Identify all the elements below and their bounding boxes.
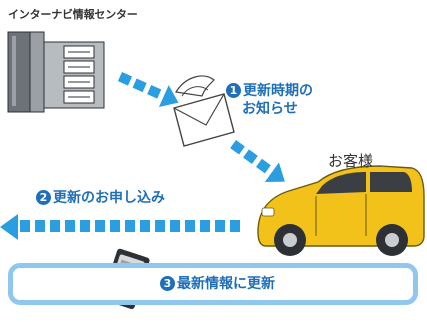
arrow-envelope-to-customer [230, 140, 285, 182]
arrow-notify-to-envelope [117, 72, 179, 108]
step-1-badge: 1 [226, 83, 241, 98]
car-icon [257, 165, 425, 256]
step-3-badge: 3 [160, 276, 175, 291]
step-1-line1: 更新時期の [243, 83, 313, 99]
step-1-line2: お知らせ [242, 101, 298, 117]
customer-label: お客様 [328, 152, 374, 170]
arrow-application-to-center [0, 214, 240, 240]
update-bar [8, 263, 418, 305]
envelope-with-wings-icon [173, 75, 235, 147]
information-center-title: インターナビ情報センター [8, 8, 138, 21]
step-2-text: 更新のお申し込み [53, 190, 165, 206]
step-2-badge: 2 [36, 190, 51, 205]
step-3-text: 最新情報に更新 [177, 276, 275, 292]
server-icon [7, 31, 105, 113]
